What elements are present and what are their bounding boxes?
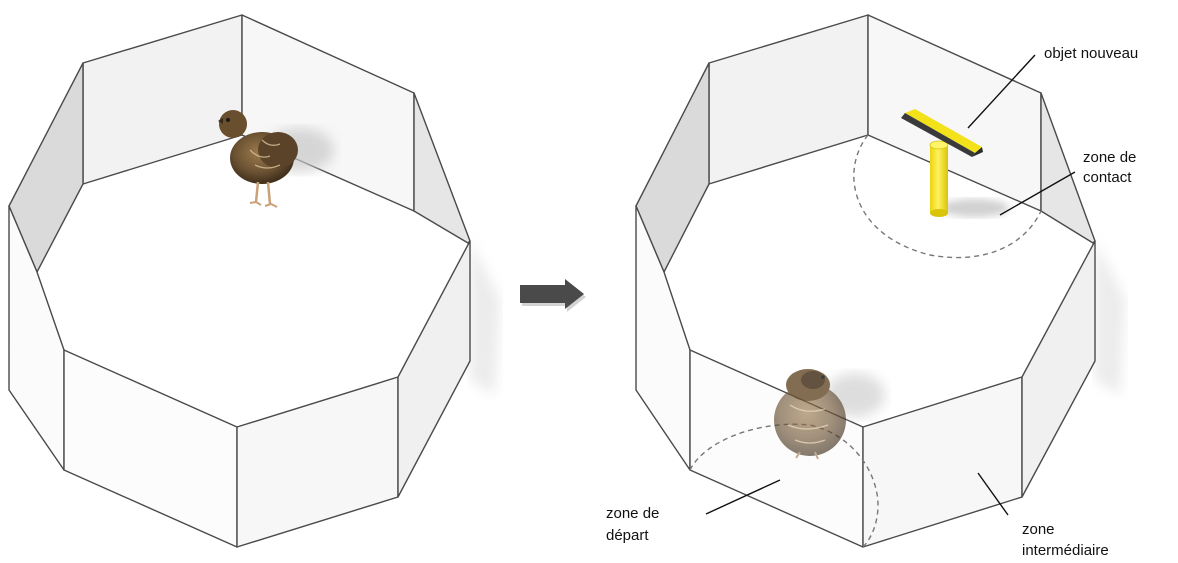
arena-after: objet nouveau zone de contact zone de dé… xyxy=(606,14,1138,559)
label-zone-intermediaire-2: intermédiaire xyxy=(1022,542,1109,559)
wall-back-left xyxy=(82,14,243,185)
arrow-right-icon xyxy=(520,279,586,312)
wall-right-inner xyxy=(1040,92,1096,244)
arena-before xyxy=(8,14,500,548)
contact-zone-arc xyxy=(853,134,1042,259)
start-zone-arc xyxy=(689,423,879,548)
label-zone-contact-2: contact xyxy=(1083,169,1132,186)
wall-back-left xyxy=(708,14,869,185)
wall-right-outer xyxy=(397,240,471,498)
quail-icon xyxy=(774,369,885,460)
label-zone-contact-1: zone de xyxy=(1083,149,1136,166)
leader-zone-depart xyxy=(705,479,781,515)
wall-front-left xyxy=(63,349,238,548)
wall-front-right xyxy=(862,376,1023,548)
leader-zone-intermediaire xyxy=(977,472,1009,516)
wall-right-inner xyxy=(413,92,471,244)
quail-icon xyxy=(218,110,334,208)
label-zone-depart-1: zone de xyxy=(606,505,659,522)
label-objet-nouveau: objet nouveau xyxy=(1044,45,1138,62)
leader-zone-contact xyxy=(999,171,1076,216)
label-zone-intermediaire-1: zone xyxy=(1022,521,1055,538)
wall-back-right xyxy=(867,14,1042,212)
label-zone-depart-2: départ xyxy=(606,527,649,544)
wall-right-outer xyxy=(1021,240,1096,498)
t-shaped-object-icon xyxy=(901,109,1009,217)
wall-front-right xyxy=(236,376,399,548)
leader-objet-nouveau xyxy=(967,54,1036,129)
